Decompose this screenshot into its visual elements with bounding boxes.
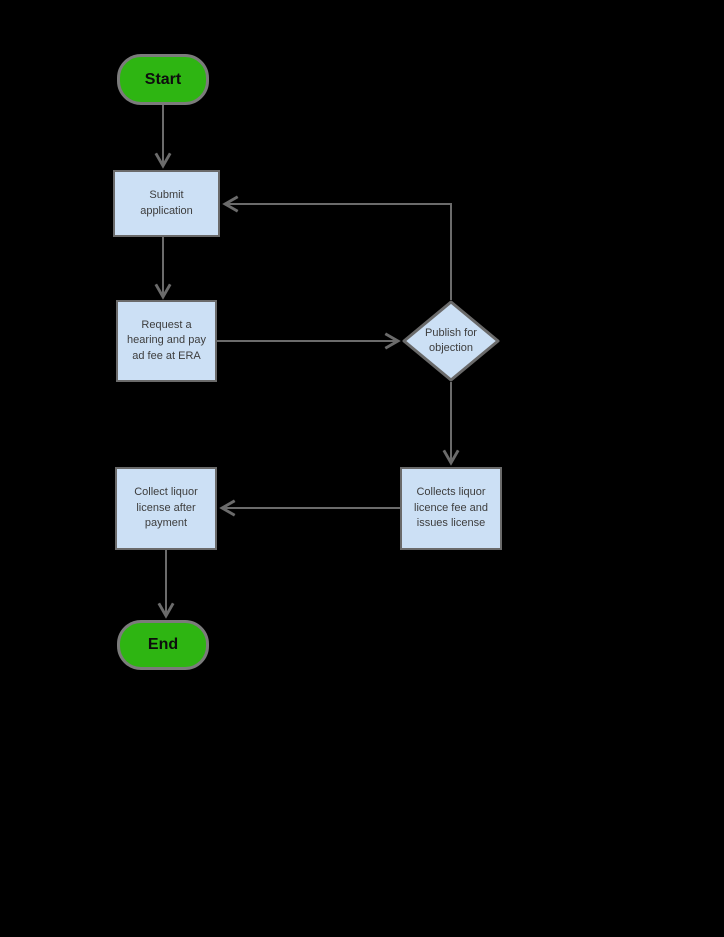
connector-publish-to-submit-feedback [222,195,452,300]
process-node-submit-application: Submit application [113,170,220,237]
process-node-request-hearing: Request a hearing and pay ad fee at ERA [116,300,217,382]
decision-node-publish-for-objection: Publish for objection [402,300,500,382]
diamond-shape [402,300,500,382]
start-node: Start [117,54,209,105]
end-node: End [117,620,209,670]
request-hearing-label: Request a hearing and pay ad fee at ERA [127,318,206,362]
process-node-collect-license-after-payment: Collect liquor license after payment [115,467,217,550]
collects-fee-label: Collects liquor licence fee and issues l… [414,486,488,530]
start-label: Start [144,70,182,88]
collect-license-label: Collect liquor license after payment [134,486,198,530]
end-label: End [147,636,179,653]
publish-for-objection-label: Publish for objection [425,326,477,354]
process-node-collects-fee-issues-license: Collects liquor licence fee and issues l… [400,467,502,550]
submit-application-label: Submit application [140,189,193,217]
